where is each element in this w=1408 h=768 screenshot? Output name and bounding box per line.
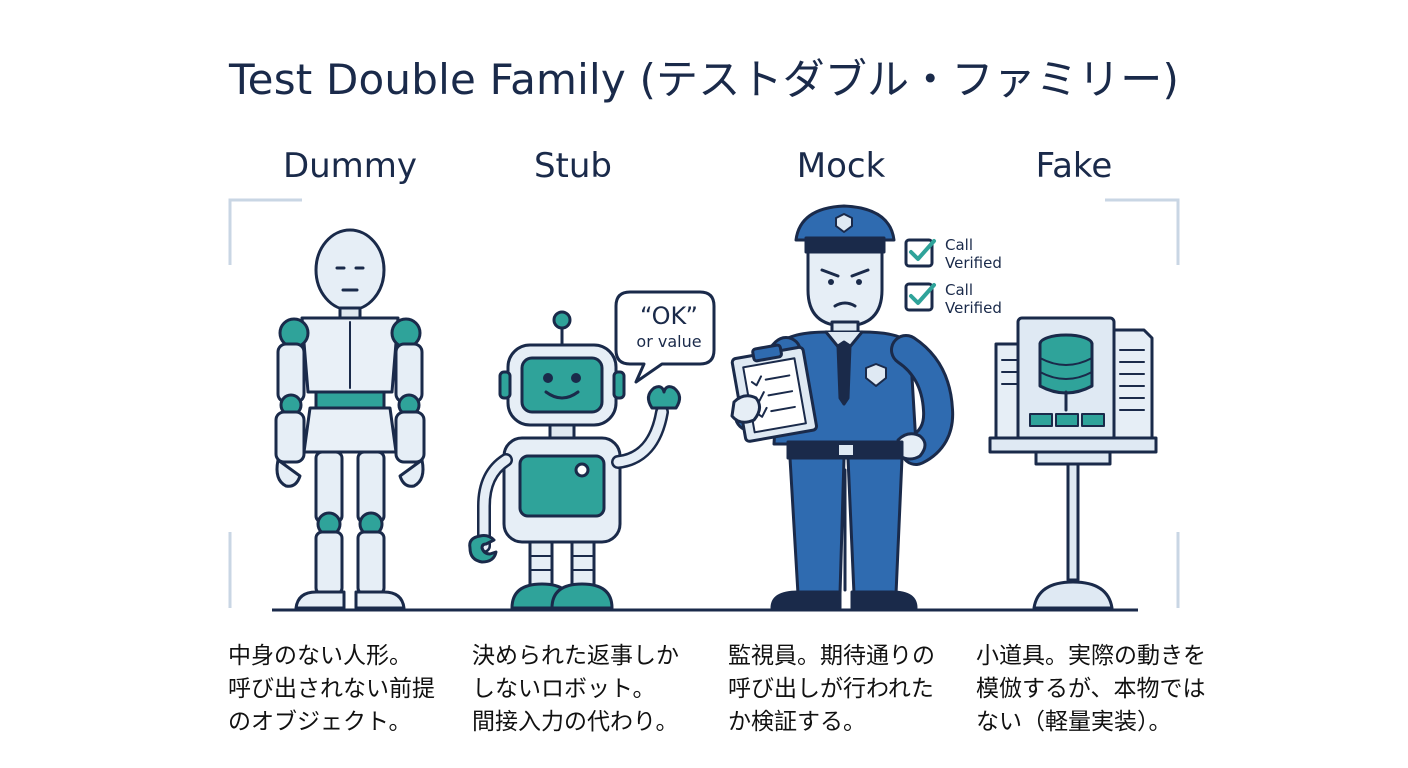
speech-bubble: “OK” or value [614, 290, 716, 384]
label-stub: Stub [533, 146, 613, 186]
svg-text:Verified: Verified [945, 254, 1002, 272]
page-title: Test Double Family (テストダブル・ファミリー) [228, 55, 1180, 104]
description-stub: 決められた返事しか しないロボット。 間接入力の代わり。 [472, 643, 679, 735]
checkmark-icon [909, 283, 936, 305]
description-dummy: 中身のない人形。 呼び出されない前提 のオブジェクト。 [228, 643, 435, 735]
robot-icon [468, 310, 681, 610]
svg-text:Verified: Verified [945, 299, 1002, 317]
label-fake: Fake [1035, 146, 1113, 186]
description-mock: 監視員。期待通りの 呼び出しが行われた か検証する。 [728, 643, 935, 735]
label-dummy: Dummy [282, 146, 418, 186]
svg-text:Call: Call [945, 281, 973, 299]
speech-quote: “OK” [640, 302, 698, 330]
database-server-icon [988, 316, 1158, 610]
checkmark-icon [909, 239, 936, 261]
police-officer-icon [730, 204, 955, 610]
speech-sub: or value [636, 332, 701, 351]
check-list: Call Verified Call Verified [904, 236, 1002, 317]
label-mock: Mock [796, 146, 886, 186]
check-item: Call Verified [904, 236, 1002, 272]
svg-text:Call: Call [945, 236, 973, 254]
frame-brackets [228, 198, 1180, 608]
mannequin-icon [274, 228, 426, 610]
description-fake: 小道具。実際の動きを 模倣するが、本物では ない（軽量実装）。 [976, 643, 1206, 735]
check-item: Call Verified [904, 281, 1002, 317]
